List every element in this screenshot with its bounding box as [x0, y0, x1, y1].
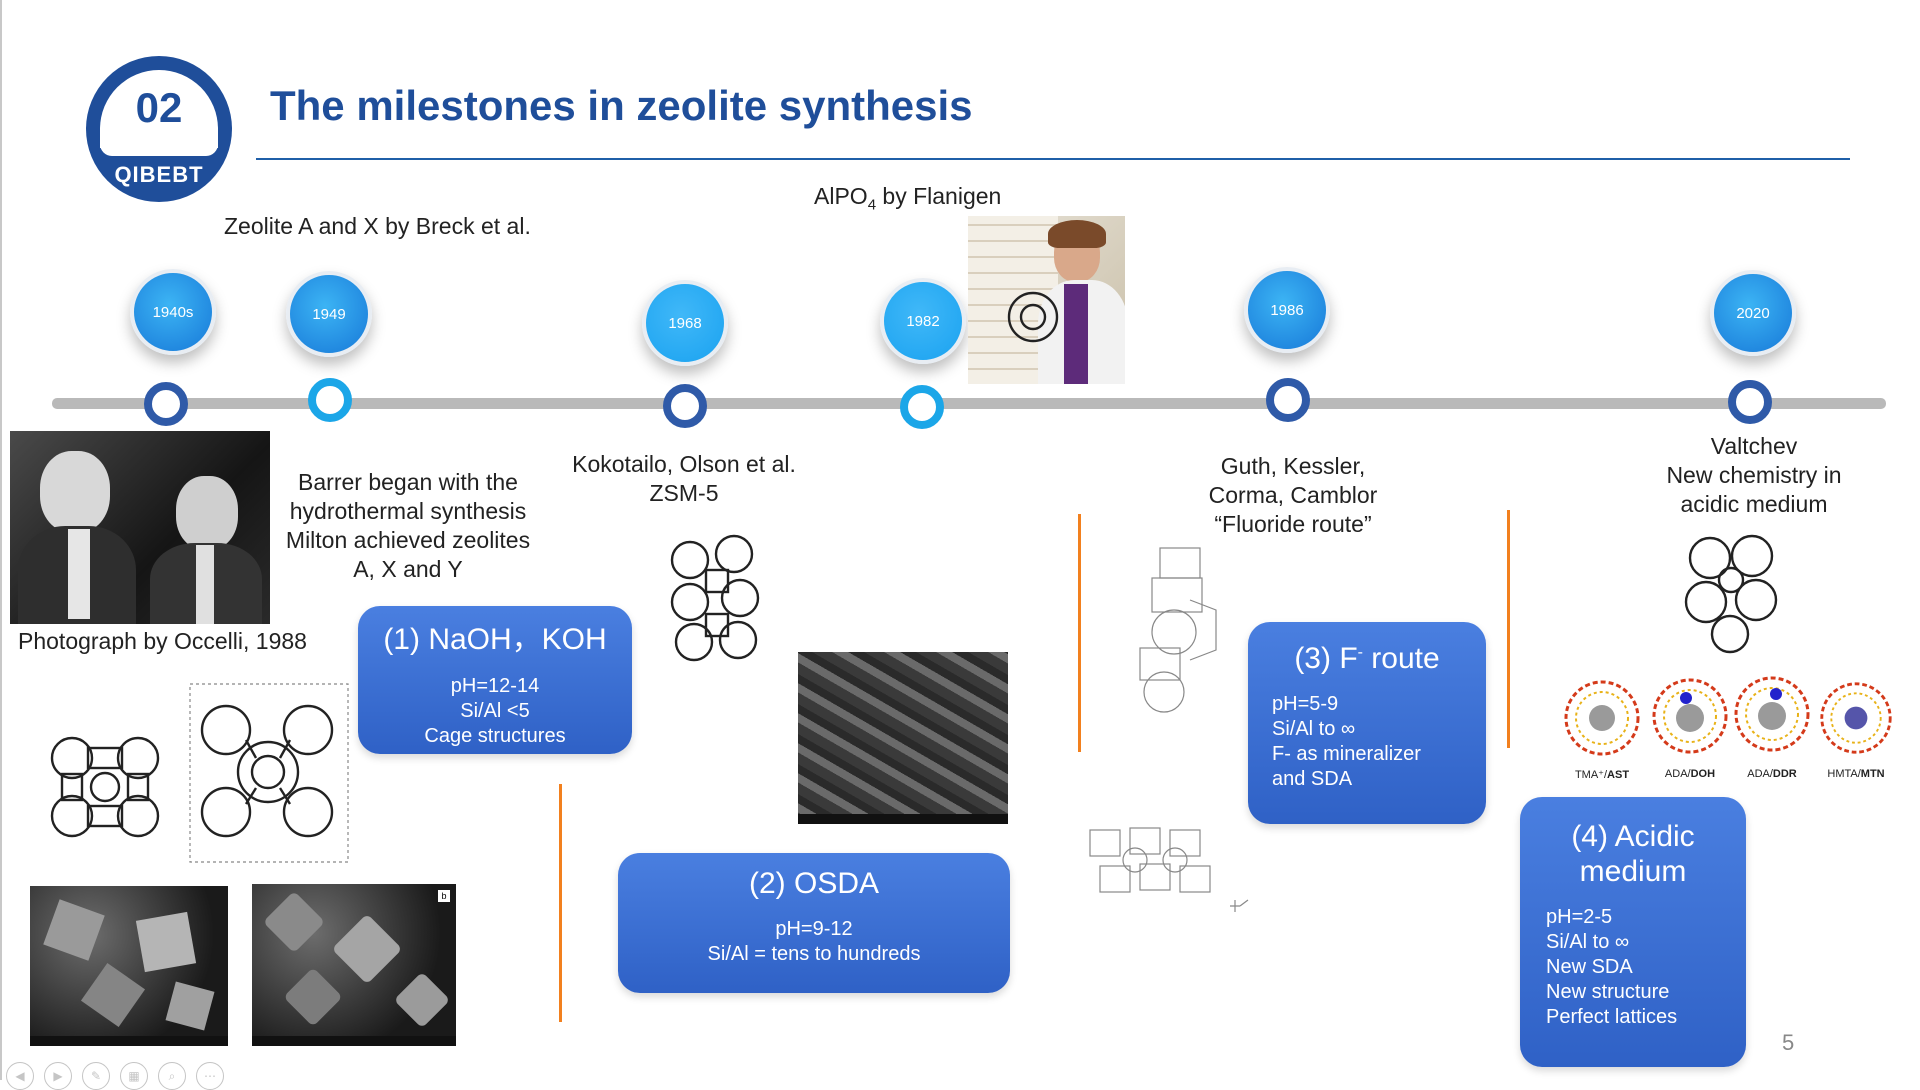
divider-1: [559, 784, 562, 1022]
year-badge-2020: 2020: [1710, 270, 1796, 356]
timeline-axis: [52, 398, 1886, 409]
event-guth: Guth, Kessler, Corma, Camblor “Fluoride …: [1208, 453, 1378, 537]
portrait-photo: [10, 431, 270, 624]
slide-title: The milestones in zeolite synthesis: [270, 82, 973, 129]
sda-cage-image-doh: [1652, 678, 1728, 754]
sem-image-zeolite-x: b: [252, 884, 456, 1046]
photo-caption: Photograph by Occelli, 1988: [18, 628, 307, 654]
event-breck: Zeolite A and X by Breck et al.: [224, 213, 531, 239]
year-badge-1986: 1986: [1244, 267, 1330, 353]
timeline-marker-1949: [308, 378, 352, 422]
lta-framework-image: [50, 736, 160, 838]
pen-icon[interactable]: ✎: [82, 1062, 110, 1090]
sda-label-ast: TMA⁺/AST: [1574, 769, 1630, 781]
sda-label-ddr: ADA/DDR: [1747, 768, 1797, 780]
timeline-marker-2020: [1728, 380, 1772, 424]
sda-cage-image-ddr: [1734, 676, 1810, 752]
sda-cage-image-mtn: [1820, 682, 1892, 754]
title-underline: [256, 158, 1850, 160]
sda-label-doh: ADA/DOH: [1664, 768, 1716, 780]
f-route-framework-image: [1139, 547, 1217, 713]
year-badge-1982: 1982: [880, 278, 966, 364]
box-osda: (2) OSDA pH=9-12 Si/Al = tens to hundred…: [618, 853, 1010, 993]
divider-3: [1507, 510, 1510, 748]
sem-image-zsm5: [798, 652, 1008, 824]
box-osda-title: (2) OSDA: [748, 867, 880, 900]
event-flanigen: AlPO4 by Flanigen: [814, 183, 1002, 214]
section-number: 02: [135, 84, 183, 131]
sda-label-mtn: HMTA/MTN: [1827, 768, 1885, 780]
event-kokotailo: Kokotailo, Olson et al. ZSM-5: [572, 451, 796, 506]
box-f-route: (3) F- route pH=5-9 Si/Al to ∞ F- as min…: [1248, 622, 1486, 824]
cha-framework-image: [1089, 827, 1249, 912]
logo-name: QIBEBT: [114, 162, 204, 187]
next-icon[interactable]: ▶: [44, 1062, 72, 1090]
qibebt-logo: 02 QIBEBT: [86, 56, 232, 202]
event-barrer: Barrer began with the hydrothermal synth…: [285, 469, 531, 582]
timeline-marker-1968: [663, 384, 707, 428]
year-badge-1940s: 1940s: [130, 269, 216, 355]
slide-edge: [0, 0, 2, 1080]
fau-framework-image: [189, 683, 349, 863]
event-valtchev: Valtchev New chemistry in acidic medium: [1666, 433, 1842, 517]
page-number: 5: [1782, 1030, 1795, 1055]
slides-icon[interactable]: ▦: [120, 1062, 148, 1090]
divider-2: [1078, 514, 1081, 752]
sem-image-zeolite-a: [30, 886, 228, 1046]
mfi-framework-image: [670, 534, 760, 662]
zoom-icon[interactable]: ⌕: [158, 1062, 186, 1090]
timeline-marker-1940s: [144, 382, 188, 426]
year-badge-1968: 1968: [642, 280, 728, 366]
flanigen-photo: [968, 216, 1125, 384]
box-naoh-koh-title: (1) NaOH，KOH: [383, 623, 607, 656]
year-badge-1949: 1949: [286, 271, 372, 357]
prev-icon[interactable]: ◀: [6, 1062, 34, 1090]
timeline-marker-1982: [900, 385, 944, 429]
more-icon[interactable]: ⋯: [196, 1062, 224, 1090]
box-acidic-title: (4) Acidic medium: [1571, 820, 1695, 888]
acidic-framework-image: [1684, 534, 1778, 654]
box-f-route-title: (3) F- route: [1294, 642, 1440, 675]
sda-cage-image-ast: [1564, 680, 1640, 756]
box-acidic-medium: (4) Acidic medium pH=2-5 Si/Al to ∞ New …: [1520, 797, 1746, 1067]
timeline-marker-1986: [1266, 378, 1310, 422]
box-naoh-koh: (1) NaOH，KOH pH=12-14 Si/Al <5 Cage stru…: [358, 606, 632, 754]
